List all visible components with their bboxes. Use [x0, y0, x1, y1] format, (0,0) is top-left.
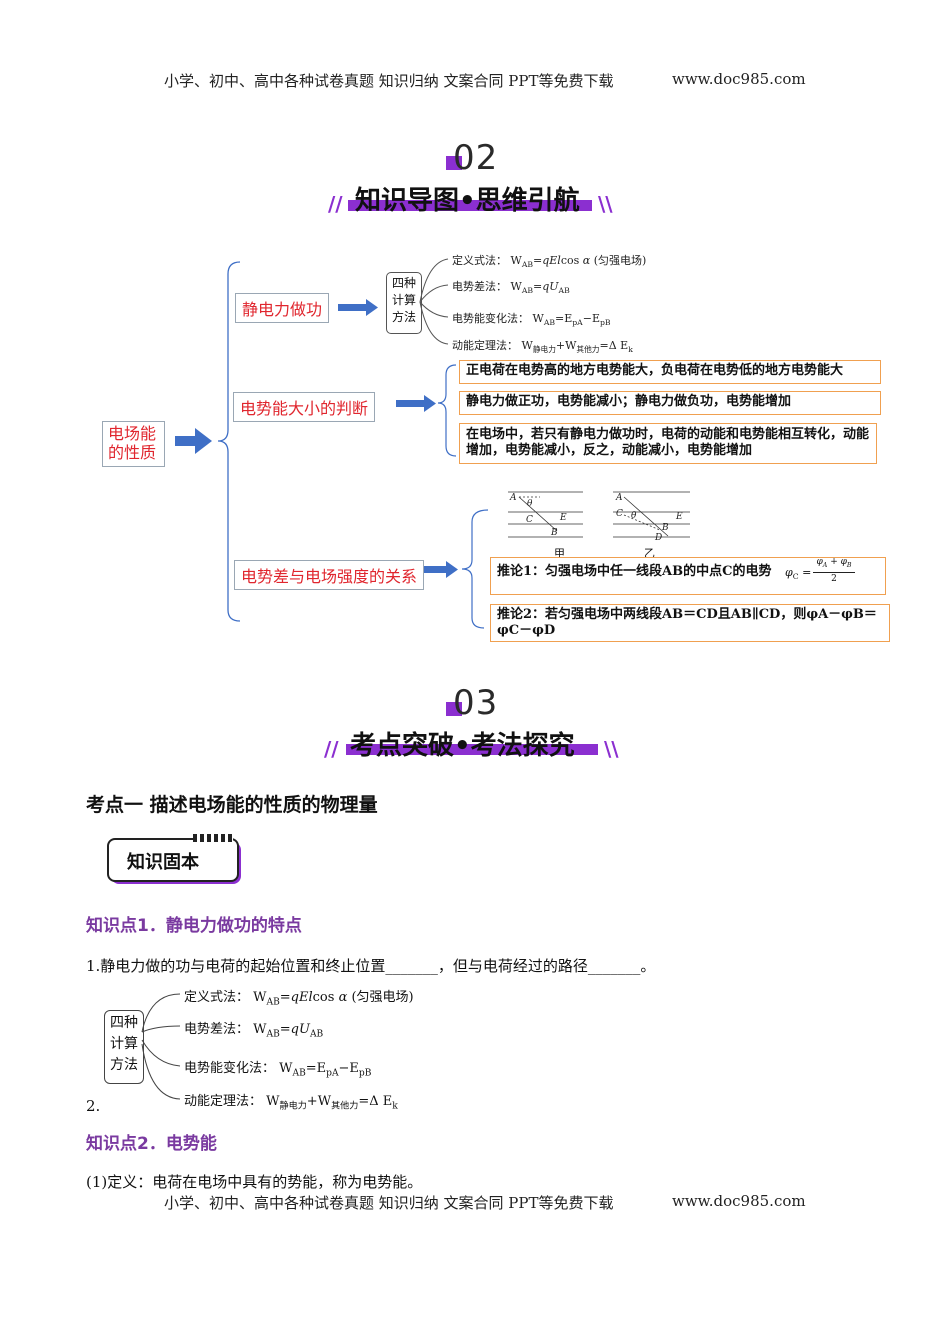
corollary-1: 推论1：匀强电场中任一线段AB的中点C的电势 — [497, 564, 772, 579]
field-figure-b — [613, 491, 690, 538]
kp2-title: 知识点2．电势能 — [86, 1134, 217, 1154]
svg-text:A: A — [509, 493, 517, 503]
method-1: 定义式法： WAB=qElcos α (匀强电场) — [452, 254, 647, 270]
svg-text:B: B — [661, 523, 669, 533]
mindmap-root: 电场能的性质 — [102, 421, 165, 467]
deco-slash: \\ — [598, 192, 613, 216]
kp1-method-box: 四种计算方法 — [104, 1010, 144, 1084]
method-box: 四种计算方法 — [386, 272, 422, 334]
kp1-method-1: 定义式法： WAB=qElcos α (匀强电场) — [184, 990, 414, 1008]
method-2: 电势差法： WAB=qUAB — [452, 280, 570, 296]
field-figure-a — [508, 491, 583, 538]
svg-text:E: E — [559, 513, 567, 523]
deco-slash: // — [324, 737, 339, 761]
knowledge-badge: 知识固本 — [107, 834, 245, 888]
judgment-3: 在电场中，若只有静电力做功时，电荷的动能和电势能相互转化，动能增加，电势能减小，… — [459, 423, 877, 464]
branch-energy-judgment: 电势能大小的判断 — [233, 392, 376, 422]
branch3-arrow — [420, 561, 458, 578]
badge-decoration — [193, 834, 233, 842]
bracket-main — [217, 261, 241, 622]
branch1-arrow — [338, 299, 378, 316]
footer-text: 小学、初中、高中各种试卷真题 知识归纳 文案合同 PPT等免费下载 — [164, 1194, 614, 1212]
badge-text: 知识固本 — [127, 852, 199, 873]
svg-text:B: B — [550, 528, 558, 538]
svg-text:D: D — [654, 533, 662, 543]
branch-static-work: 静电力做功 — [235, 293, 330, 323]
branch-potential-field: 电势差与电场强度的关系 — [234, 560, 425, 590]
exam-point-title: 考点一 描述电场能的性质的物理量 — [86, 794, 378, 816]
kp1-method-2: 电势差法： WAB=qUAB — [184, 1022, 324, 1040]
svg-text:θ: θ — [527, 499, 533, 509]
kp1-method-3: 电势能变化法： WAB=EpA−EpB — [184, 1061, 372, 1079]
kp1-item2: 2. — [86, 1097, 101, 1115]
corollary-2: 推论2：若匀强电场中两线段AB＝CD且AB∥CD，则φA－φB＝φC－φD — [490, 604, 890, 642]
section-number: 02 — [453, 138, 499, 178]
judgment-2: 静电力做正功，电势能减小；静电力做负功，电势能增加 — [459, 391, 881, 415]
method-3: 电势能变化法： WAB=EpA−EpB — [452, 312, 611, 328]
figure-b-label: 乙 — [644, 547, 655, 560]
branch2-arrow — [396, 395, 436, 412]
judgment-1: 正电荷在电势高的地方电势能大，负电荷在电势低的地方电势能大 — [459, 360, 881, 384]
kp1-title: 知识点1．静电力做功的特点 — [86, 916, 302, 936]
section-number: 03 — [453, 683, 499, 723]
svg-text:C: C — [616, 509, 623, 519]
svg-text:C: C — [526, 515, 533, 525]
svg-text:A: A — [615, 493, 623, 503]
header-text: 小学、初中、高中各种试卷真题 知识归纳 文案合同 PPT等免费下载 — [164, 72, 614, 90]
section-title: 知识导图•思维引航 — [355, 186, 580, 216]
footer-url: www.doc985.com — [672, 1192, 806, 1210]
kp1-item1: 1.静电力做的功与电荷的起始位置和终止位置_______，但与电荷经过的路径__… — [86, 957, 656, 975]
figure-a-label: 甲 — [554, 547, 565, 560]
section-title: 考点突破•考法探究 — [350, 731, 575, 761]
root-arrow — [175, 428, 212, 454]
deco-slash: // — [328, 192, 343, 216]
svg-text:θ: θ — [631, 511, 637, 521]
method-4: 动能定理法： W静电力+W其他力=Δ Ek — [452, 339, 633, 355]
kp1-method-4: 动能定理法： W静电力+W其他力=Δ Ek — [184, 1094, 398, 1112]
header-url: www.doc985.com — [672, 70, 806, 88]
deco-slash: \\ — [604, 737, 619, 761]
svg-text:E: E — [675, 512, 683, 522]
kp2-definition: (1)定义：电荷在电场中具有的势能，称为电势能。 — [86, 1173, 423, 1191]
corollary-1-formula: φC = — [785, 566, 812, 582]
